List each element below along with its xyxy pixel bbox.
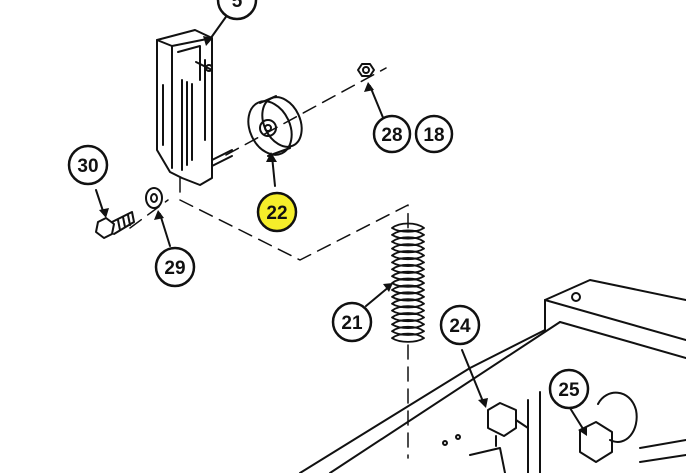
- callout-24: 24: [439, 304, 481, 346]
- callout-5: 5: [216, 0, 258, 21]
- spring-part: [391, 222, 425, 343]
- callout-label: 29: [164, 258, 185, 279]
- leader-arrows: [95, 13, 586, 433]
- callout-label: 24: [449, 316, 471, 337]
- callout-circle: [154, 246, 196, 288]
- callout-label: 21: [341, 313, 363, 334]
- callout-circle: [372, 114, 412, 154]
- callout-28: 28: [372, 114, 412, 154]
- callout-29: 29: [154, 246, 196, 288]
- bracket-part: [156, 29, 233, 186]
- callout-circle: [439, 304, 481, 346]
- callout-label: 22: [266, 203, 287, 224]
- pulley-part: [247, 95, 303, 157]
- washer-part: [145, 187, 163, 209]
- assembly-lines: [129, 67, 409, 459]
- callout-label: 28: [381, 125, 402, 146]
- callout-circle: [256, 191, 298, 233]
- bolt-part: [95, 211, 135, 239]
- hex-nut-part: [357, 63, 375, 77]
- callout-circle: [414, 114, 454, 154]
- callout-30: 30: [67, 144, 109, 186]
- callout-label: 25: [558, 380, 580, 401]
- callout-circle: [67, 144, 109, 186]
- callout-25: 25: [548, 368, 590, 410]
- callout-label: 5: [232, 0, 243, 12]
- chassis-part: [299, 279, 686, 473]
- callout-21: 21: [331, 301, 373, 343]
- callout-label: 30: [77, 156, 98, 177]
- callout-circle: [331, 301, 373, 343]
- callout-circle: [216, 0, 258, 21]
- callout-circle: [548, 368, 590, 410]
- callout-label: 18: [423, 125, 444, 146]
- callout-22: 22: [256, 191, 298, 233]
- callout-18: 18: [414, 114, 454, 154]
